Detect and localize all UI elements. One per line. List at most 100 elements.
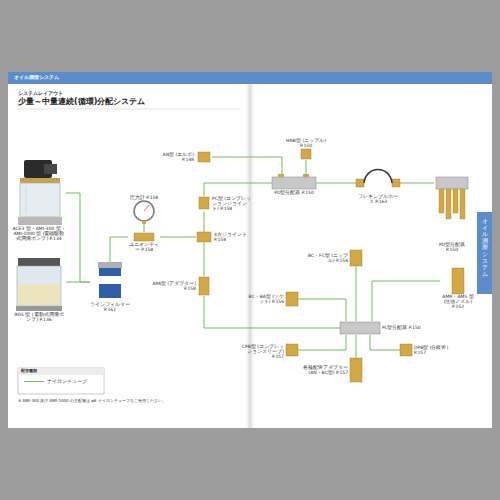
part-callout: ラインフィルター P.161 [90, 262, 130, 312]
part-label: AMR・AMS 型 (注油ノズル) P.152 [440, 294, 476, 310]
filter-cap [98, 262, 122, 268]
oil-pipe [372, 281, 440, 321]
side-tab [477, 212, 492, 294]
oil-pipe [306, 160, 307, 176]
page-title: 少量～中量連続(循環)分配システム [18, 97, 248, 106]
hose-end [392, 179, 400, 187]
oil-pipe [298, 335, 346, 350]
pump-base [18, 217, 62, 225]
part-label: 4方ジョイント P.158 [214, 232, 254, 242]
oil-pipe [400, 183, 434, 184]
part-callout: AMR・AMS 型 (注油ノズル) P.152 [440, 268, 476, 310]
pump-terminal-box [44, 164, 57, 174]
part-label: ACE3 型・AMI-300 型・AMI-1000 型 (電磁駆動式潤滑ポンプ)… [12, 226, 66, 242]
page-label: オイル潤滑システム [14, 75, 154, 81]
tank-body [17, 266, 61, 306]
distributor-block [340, 322, 380, 334]
part-label: AN型 (エルボ) P.148 [150, 152, 194, 162]
part-label: PD型分配器 P.150 [272, 190, 316, 195]
gauge-needle [144, 205, 149, 211]
oil-pipe [66, 193, 90, 282]
part-label: CPB型 (コンプレッションスリーブ) P.157 [240, 344, 284, 360]
part-callout: BC・BA型 (ソケット) P.156 [244, 292, 298, 306]
part-callout: 各種配管アダプター (AN・BC型) P.157 [298, 358, 362, 382]
part-callout: AN型 (エルボ) P.148 [150, 150, 212, 164]
part-callout: CPB型 (コンプレッションスリーブ) P.157 [240, 344, 298, 360]
oil-pipe [356, 266, 357, 321]
nozzle [460, 189, 465, 219]
distributor-block [436, 177, 468, 189]
elbow-fitting [198, 152, 210, 162]
header-band [8, 72, 492, 84]
part-callout: 4方ジョイント P.158 [196, 232, 254, 242]
part-label: RGS 型 (電動式潤滑ポンプ) P.136 [12, 312, 66, 322]
sleeve-fitting [286, 344, 298, 356]
part-callout: 圧力計 P.158 [124, 195, 164, 224]
part-label: PC型 (コンプレッションジョイント) P.158 [212, 196, 252, 212]
part-callout: APA型 (アダプター) P.158 [152, 276, 210, 296]
part-label: DPB型 (分岐管) P.157 [414, 345, 454, 355]
title-rule [18, 109, 240, 110]
page-sheet [8, 72, 492, 428]
nipple-fitting [301, 149, 311, 159]
adapter-fitting [350, 358, 362, 382]
tank-base [16, 306, 62, 311]
branch-fitting [400, 344, 412, 356]
legend-line [24, 381, 44, 382]
tank-oil [18, 284, 60, 305]
distributor-block [272, 177, 316, 189]
filter-label-band [99, 276, 121, 284]
part-label: 各種配管アダプター (AN・BC型) P.157 [298, 365, 348, 375]
part-callout: ユニオンティー P.158 [128, 232, 160, 252]
legend-line-sample [24, 379, 44, 384]
part-label: PD型分配器 P.150 [434, 242, 470, 252]
reservoir-shine [26, 186, 27, 214]
oil-pipe [110, 237, 128, 262]
legend-header-band [18, 368, 104, 375]
adapter-fitting [199, 277, 209, 295]
gauge-stem [142, 221, 146, 224]
part-label: BC・BA型 (ソケット) P.156 [244, 294, 284, 304]
filter-body [99, 268, 121, 298]
part-label: ユニオンティー P.158 [128, 242, 160, 252]
nozzle-fitting [452, 268, 464, 294]
part-callout: ACE3 型・AMI-300 型・AMI-1000 型 (電磁駆動式潤滑ポンプ)… [12, 160, 66, 242]
page-label: 配管種類 [21, 369, 101, 374]
legend-text: ナイロンチューブ [47, 379, 87, 384]
oil-pipe [66, 282, 90, 283]
oil-pipe [204, 212, 205, 232]
part-callout: PL型分配器 P.150 [340, 321, 422, 335]
part-label: HNB型 (ニップル) P.150 [286, 138, 326, 148]
oil-pipe [316, 183, 356, 184]
oil-pipe [298, 299, 346, 321]
part-label: ラインフィルター P.161 [90, 302, 130, 312]
part-label: PL型分配器 P.150 [382, 325, 421, 330]
oil-pipe [212, 157, 282, 176]
hose-end [356, 179, 364, 187]
oil-pipe [204, 242, 205, 276]
page-gutter [244, 84, 256, 428]
part-callout: PD型分配器 P.150 [434, 176, 470, 252]
part-callout: BC・FC型 (ニップル) P.156 [302, 250, 362, 266]
page-label: システムレイアウト [18, 91, 138, 96]
legend-box [18, 368, 104, 394]
pump-cap [20, 178, 60, 183]
nipple-fitting [350, 250, 362, 266]
oil-pipe [144, 224, 145, 232]
part-label: APA型 (アダプター) P.158 [152, 281, 196, 291]
nozzle [439, 189, 444, 213]
part-callout: HNB型 (ニップル) P.150 [286, 138, 326, 160]
tank-lid [18, 258, 60, 266]
oil-pipe [370, 335, 400, 350]
page-label: ※ AMI-300 及び AMI-1000 の主配管は φ6 ナイロンチューブを… [18, 399, 348, 404]
part-callout: DPB型 (分岐管) P.157 [400, 344, 454, 356]
part-callout: フレキシブルホース P.163 [356, 172, 400, 204]
gauge-dial [134, 201, 154, 221]
flexible-hose [364, 170, 392, 184]
oil-pipe [356, 335, 357, 358]
distributor-port [278, 174, 284, 177]
oil-pipe [160, 237, 196, 238]
nozzle [453, 189, 458, 213]
